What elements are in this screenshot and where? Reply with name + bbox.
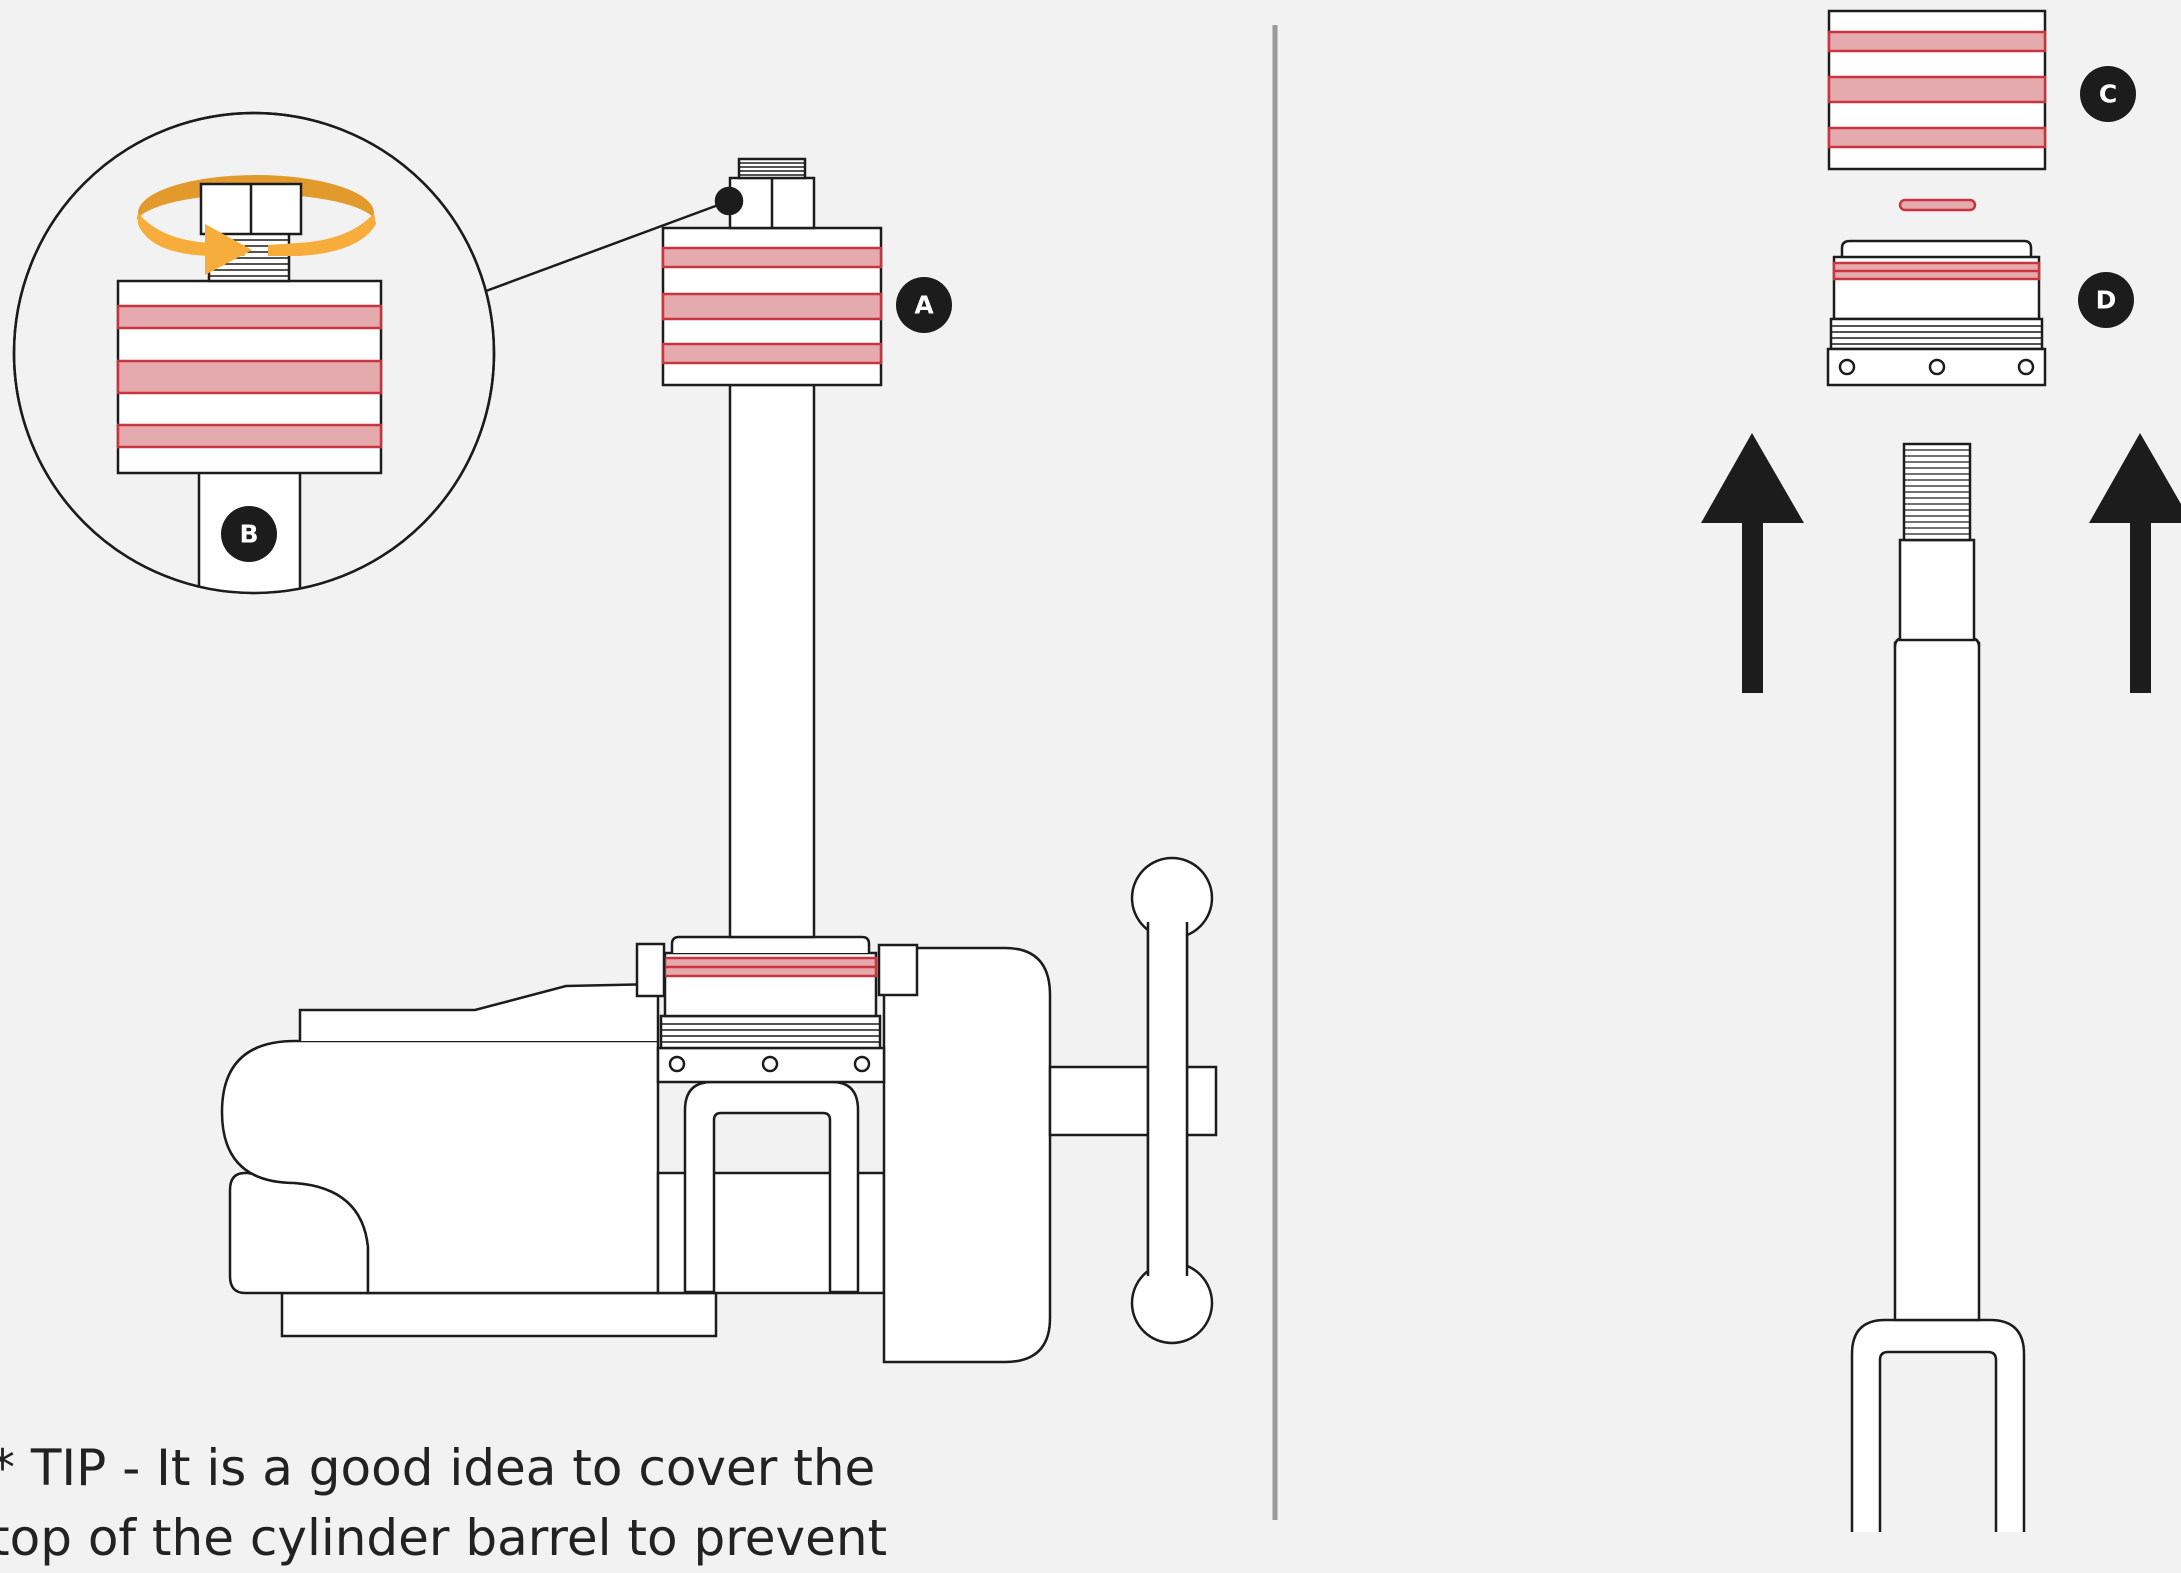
svg-text:A: A bbox=[914, 291, 934, 320]
tip-line-1: * TIP - It is a good idea to cover the bbox=[0, 1439, 876, 1497]
tip-line-2: top of the cylinder barrel to prevent bbox=[0, 1509, 888, 1567]
svg-text:B: B bbox=[239, 520, 258, 549]
tip-text: * TIP - It is a good idea to cover the t… bbox=[0, 1433, 990, 1573]
detail-magnifier bbox=[12, 111, 496, 595]
piston-rod-assembly bbox=[661, 157, 883, 939]
assembly-diagram: A B C D bbox=[12, 9, 2181, 1532]
callout-dot bbox=[714, 186, 744, 216]
label-badge-c: C bbox=[2080, 66, 2136, 122]
piston-rod-with-clevis bbox=[1850, 442, 2026, 1532]
seal-head-d bbox=[1826, 239, 2047, 387]
svg-text:D: D bbox=[2096, 286, 2117, 315]
rotation-arrow-icon bbox=[136, 175, 376, 224]
bench-vise bbox=[220, 856, 1218, 1364]
piston-c bbox=[1827, 9, 2047, 171]
cylinder-barrel-in-vise bbox=[635, 935, 919, 1084]
label-badge-d: D bbox=[2078, 272, 2134, 328]
label-badge-a: A bbox=[896, 277, 952, 333]
diagram-stage: A B C D * TIP - It is a good idea to cov… bbox=[0, 9, 2181, 1567]
thread-lines bbox=[661, 1023, 880, 1043]
label-badge-b: B bbox=[221, 506, 277, 562]
o-ring bbox=[1898, 198, 1977, 212]
svg-text:C: C bbox=[2099, 80, 2117, 109]
arrow-up-icon bbox=[1701, 433, 1804, 693]
callout-leader bbox=[485, 199, 730, 293]
arrow-up-icon bbox=[2089, 433, 2181, 693]
